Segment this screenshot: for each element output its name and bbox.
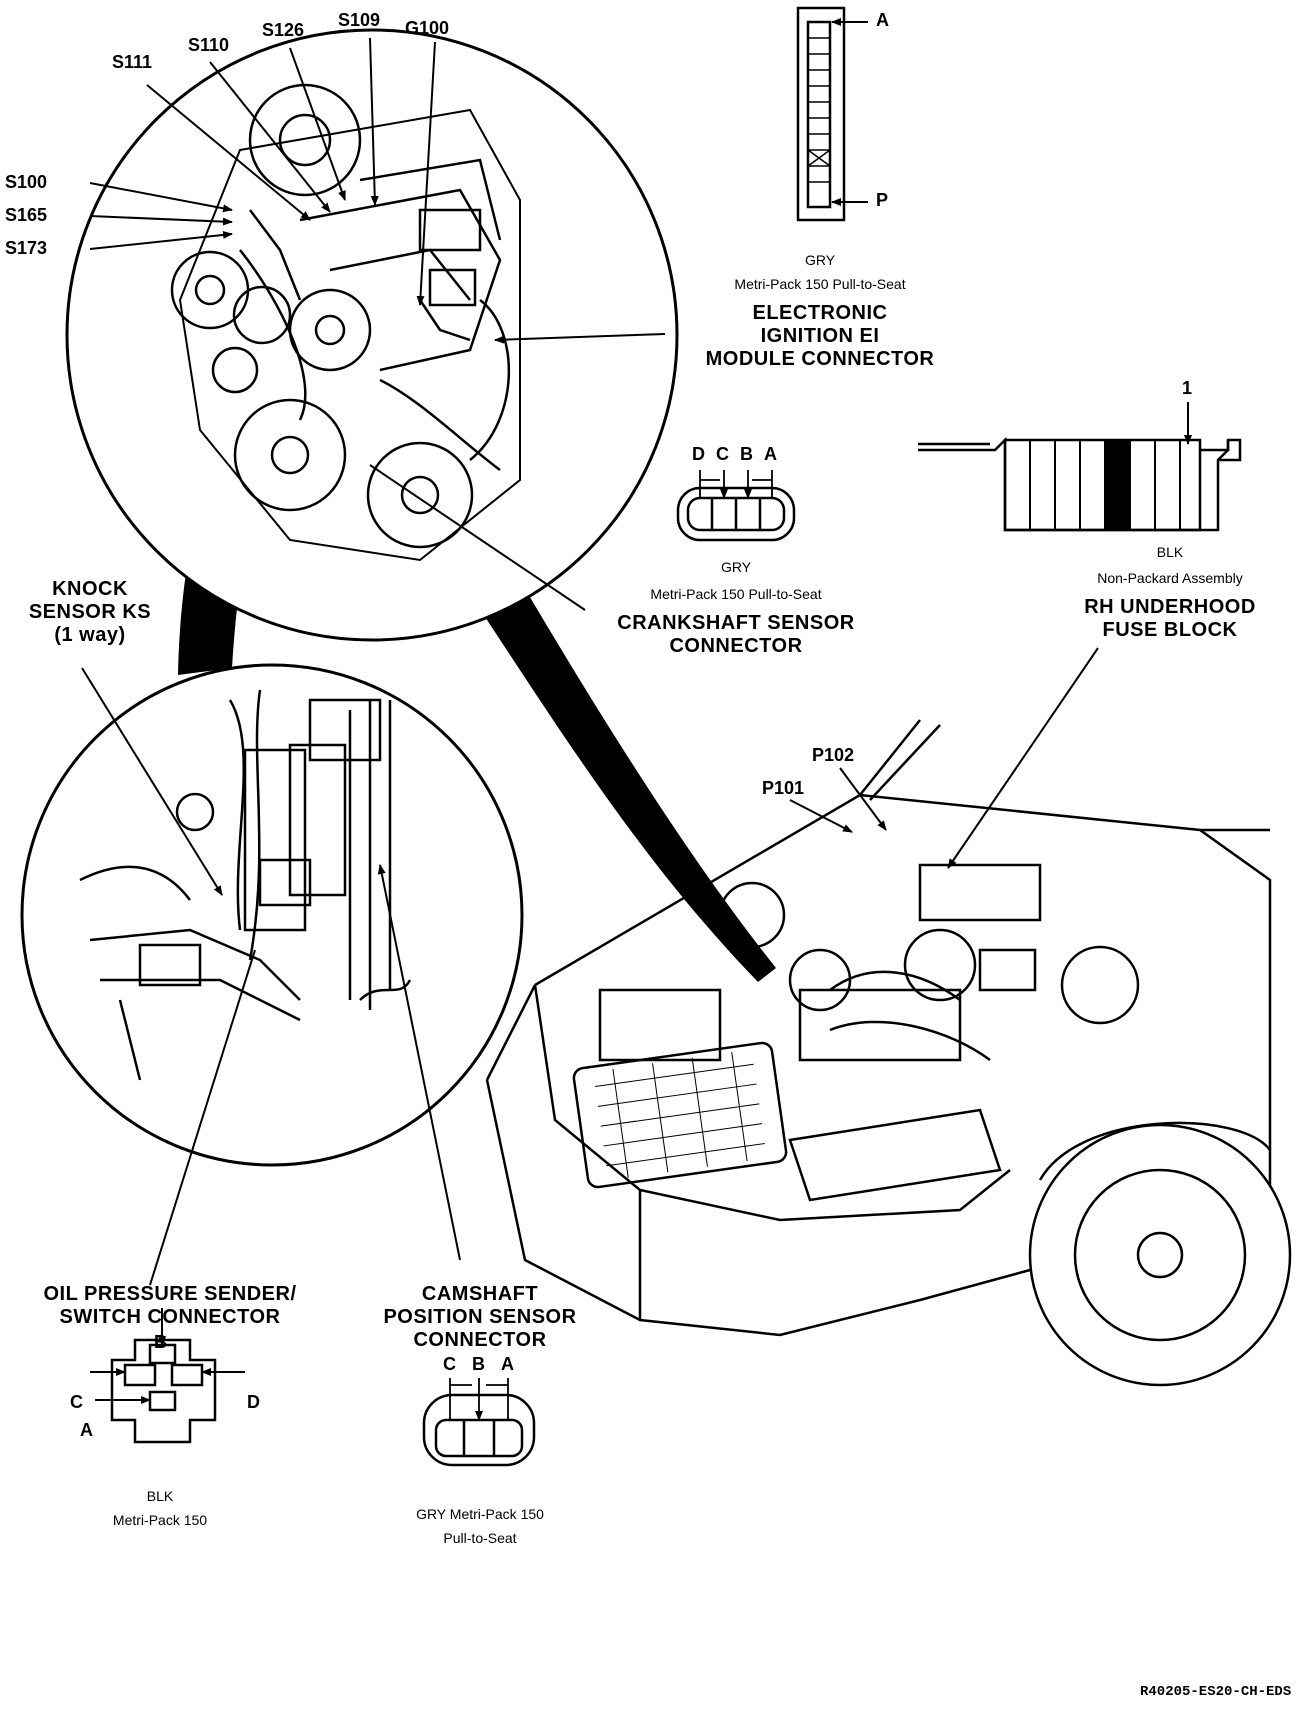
vehicle-front-drawing xyxy=(485,719,1292,1387)
callout-p102: P102 xyxy=(812,745,855,765)
oil-pin-d: D xyxy=(247,1392,260,1412)
crank-color: GRY xyxy=(720,559,752,575)
fuse-color: BLK xyxy=(1156,544,1184,560)
callout-s126: S126 xyxy=(262,20,305,40)
oil-color: BLK xyxy=(146,1488,174,1504)
crank-pin-b: B xyxy=(740,444,753,464)
crank-title-line2: CONNECTOR xyxy=(669,635,803,657)
cam-title-line1: CAMSHAFT xyxy=(421,1283,539,1305)
callout-s165: S165 xyxy=(5,205,48,225)
oil-pin-b: B xyxy=(154,1332,167,1352)
knock-leaders xyxy=(81,667,461,1286)
engine-detail xyxy=(65,28,679,642)
ei-title-line1: ELECTRONIC xyxy=(752,302,888,324)
oil-title-line1: OIL PRESSURE SENDER/ xyxy=(43,1283,297,1305)
cam-spec-line2: Pull-to-Seat xyxy=(443,1530,517,1546)
ei-pin-p-label: P xyxy=(876,190,889,210)
callout-s111: S111 xyxy=(112,52,153,72)
callout-s110: S110 xyxy=(188,35,230,55)
oil-pin-c: C xyxy=(70,1392,83,1412)
crank-pin-a: A xyxy=(764,444,777,464)
engine-leaders xyxy=(89,37,666,611)
oil-title-line2: SWITCH CONNECTOR xyxy=(59,1306,281,1328)
oil-pin-a: A xyxy=(80,1420,93,1440)
callout-s109: S109 xyxy=(338,10,381,30)
knock-sensor-detail xyxy=(20,663,524,1167)
fuse-block-drawing xyxy=(918,402,1242,532)
callout-g100: G100 xyxy=(405,18,450,38)
oil-pressure-connector-drawing xyxy=(90,1308,245,1444)
cam-pin-b: B xyxy=(472,1354,485,1374)
ei-title-line2: IGNITION EI xyxy=(760,325,880,347)
document-code: R40205-ES20-CH-EDS xyxy=(1140,1684,1292,1700)
knock-title-line1: KNOCK xyxy=(52,578,128,600)
ei-title-line3: MODULE CONNECTOR xyxy=(705,348,935,370)
ei-pin-a-label: A xyxy=(876,10,889,30)
callout-s100: S100 xyxy=(5,172,48,192)
camshaft-connector-drawing xyxy=(422,1378,536,1467)
cam-pin-c: C xyxy=(443,1354,456,1374)
cam-pin-a: A xyxy=(501,1354,514,1374)
crank-pin-c: C xyxy=(716,444,729,464)
ei-module-connector-drawing xyxy=(796,6,868,222)
callout-p101: P101 xyxy=(762,778,805,798)
cam-spec-line1: GRY Metri-Pack 150 xyxy=(416,1506,544,1522)
fuse-title-line2: FUSE BLOCK xyxy=(1102,619,1238,641)
crank-pin-d: D xyxy=(692,444,705,464)
vehicle-leaders xyxy=(789,647,1099,869)
oil-type: Metri-Pack 150 xyxy=(112,1512,208,1528)
fuse-title-line1: RH UNDERHOOD xyxy=(1084,596,1256,618)
cam-title-line2: POSITION SENSOR xyxy=(383,1306,577,1328)
knock-title-line3: (1 way) xyxy=(54,624,126,646)
ei-color: GRY xyxy=(804,252,836,268)
fuse-pin-1: 1 xyxy=(1182,378,1193,398)
crank-type: Metri-Pack 150 Pull-to-Seat xyxy=(650,586,822,602)
crank-title-line1: CRANKSHAFT SENSOR xyxy=(617,612,855,634)
detail-ribbon-engine xyxy=(462,560,776,982)
callout-s173: S173 xyxy=(5,238,48,258)
knock-title-line2: SENSOR KS xyxy=(28,601,152,623)
cam-title-line3: CONNECTOR xyxy=(413,1329,547,1351)
fuse-type: Non-Packard Assembly xyxy=(1097,570,1243,586)
crankshaft-connector-drawing xyxy=(676,470,796,542)
ei-type: Metri-Pack 150 Pull-to-Seat xyxy=(734,276,906,292)
